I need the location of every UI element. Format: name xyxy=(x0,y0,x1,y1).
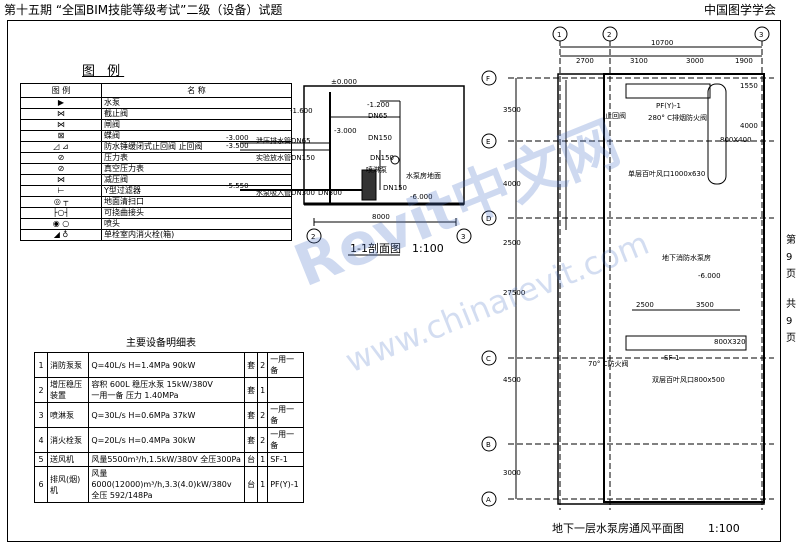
header-title: 第十五期 “全国BIM技能等级考试”二级（设备）试题 xyxy=(4,3,283,17)
floor-cleanout-icon: ◎ ┬ xyxy=(53,197,69,206)
plan-dim-left-2: 4000 xyxy=(503,180,521,188)
plan-axis-3: 3 xyxy=(759,31,763,39)
reducing-valve-icon: ⋈ xyxy=(57,175,65,184)
plan-damper-280: 280° C排烟防火阀 xyxy=(648,113,707,122)
section-dn65: DN65 xyxy=(368,112,388,120)
plan-title: 地下一层水泵房通风平面图 xyxy=(552,522,684,535)
section-pipe-suction: 水泵吸入管DN300 xyxy=(256,188,315,197)
plan-dim-left-1: 3500 xyxy=(503,106,521,114)
list-item: ▶水泵 xyxy=(20,97,292,109)
list-item: ⋈减压阀 xyxy=(20,174,292,186)
list-item: ⋈截止阀 xyxy=(20,108,292,120)
legend-table: 图 例名 称 ▶水泵 ⋈截止阀 ⋈闸阀 ⊠蝶阀 ◿ ⊿防水锤缓闭式止回阀 止回阀… xyxy=(20,83,292,241)
section-elev-3000a: -3.000 xyxy=(226,134,249,142)
plan-dim-total: 10700 xyxy=(651,39,673,47)
plan-axis-C: C xyxy=(486,355,491,363)
plan-duct-800x320: 800X320 xyxy=(714,338,746,346)
plan-room-elev: -6.000 xyxy=(698,272,721,280)
section-elev-1600: -1.600 xyxy=(290,107,313,115)
plan-axis-2: 2 xyxy=(607,31,611,39)
section-dn150a: DN150 xyxy=(368,134,392,142)
flexible-joint-icon: ├○┤ xyxy=(52,208,70,217)
plan-fan-pf: PF(Y)-1 xyxy=(656,102,681,110)
plan-dim-top-4: 1900 xyxy=(735,57,753,65)
section-width: 8000 xyxy=(372,213,390,221)
plan-axis-F: F xyxy=(486,75,490,83)
section-elev-3500: -3.500 xyxy=(226,142,249,150)
plan-scale: 1:100 xyxy=(708,522,740,535)
plan-axis-D: D xyxy=(486,215,491,223)
plan-axis-B: B xyxy=(486,441,491,449)
plan-dim-top-2: 3100 xyxy=(630,57,648,65)
section-title: 1-1剖面图 xyxy=(350,241,401,255)
section-dn150c: DN150 xyxy=(383,184,407,192)
section-elev-1200: -1.200 xyxy=(367,101,390,109)
equipment-title: 主要设备明细表 xyxy=(126,338,196,349)
plan-room-name: 地下消防水泵房 xyxy=(662,253,711,262)
list-item: ⊘压力表 xyxy=(20,152,292,164)
section-floor: 水泵房地面 xyxy=(406,171,441,180)
plan-dim-left-5: 4500 xyxy=(503,376,521,384)
stop-valve-icon: ⋈ xyxy=(57,109,65,118)
section-pipe-test: 实验放水管DN150 xyxy=(256,153,315,162)
plan-check-valve: 止回阀 xyxy=(605,111,626,120)
plan-duct-800x400: 800X400 xyxy=(720,136,752,144)
section-axis-2: 2 xyxy=(311,233,315,241)
section-axis-3: 3 xyxy=(461,233,465,241)
plan-axis-E: E xyxy=(486,138,490,146)
section-pipe-drain: 泄压排水管DN65 xyxy=(256,136,311,145)
hydrant-icon: ◢ ♁ xyxy=(53,230,69,239)
section-elev-5550: -5.550 xyxy=(226,182,249,190)
page-header: 第十五期 “全国BIM技能等级考试”二级（设备）试题 中国图学学会 xyxy=(0,0,800,18)
plan-axis-1: 1 xyxy=(557,31,561,39)
plan-louver-single: 单层百叶风口1000x630 xyxy=(628,169,705,178)
plan-dim-top-1: 2700 xyxy=(576,57,594,65)
drawing-frame xyxy=(7,20,781,542)
list-item: ◢ ♁单栓室内消火栓(箱) xyxy=(20,229,292,241)
plan-dim-left-4: 27500 xyxy=(503,289,525,297)
pump-icon: ▶ xyxy=(57,98,65,107)
section-elev-3000b: -3.000 xyxy=(334,127,357,135)
plan-fan-sf: SF-1 xyxy=(664,354,679,362)
section-elev-6000: -6.000 xyxy=(410,193,433,201)
section-elev-0: ±0.000 xyxy=(331,78,357,86)
plan-dim-mid-2: 3500 xyxy=(696,301,714,309)
plan-dim-4000: 4000 xyxy=(740,122,758,130)
section-dn150b: DN150 xyxy=(370,154,394,162)
gate-valve-icon: ⋈ xyxy=(57,120,65,129)
legend-title: 图 例 xyxy=(82,64,125,79)
plan-dim-mid-1: 2500 xyxy=(636,301,654,309)
list-item: ◉ ○喷头 xyxy=(20,218,292,230)
plan-dim-top-3: 3000 xyxy=(686,57,704,65)
section-spray-pump: 喷淋泵 xyxy=(366,165,387,174)
header-org: 中国图学学会 xyxy=(703,3,776,17)
plan-dim-left-3: 2500 xyxy=(503,239,521,247)
pressure-gauge-icon: ⊘ xyxy=(57,153,65,162)
vacuum-gauge-icon: ⊘ xyxy=(57,164,65,173)
plan-dim-1550: 1550 xyxy=(740,82,758,90)
list-item: ├○┤可挠曲接头 xyxy=(20,207,292,219)
plan-louver-double: 双层百叶风口800x500 xyxy=(652,375,725,384)
section-scale: 1:100 xyxy=(412,242,444,255)
check-valve-icon: ◿ ⊿ xyxy=(53,142,69,151)
sprinkler-icon: ◉ ○ xyxy=(52,219,70,228)
plan-dim-left-6: 3000 xyxy=(503,469,521,477)
plan-axis-A: A xyxy=(486,496,491,504)
section-dn300: DN300 xyxy=(318,189,342,197)
y-strainer-icon: ⊢ xyxy=(57,186,65,195)
plan-damper-70: 70° C防火阀 xyxy=(588,359,629,368)
butterfly-valve-icon: ⊠ xyxy=(57,131,65,140)
